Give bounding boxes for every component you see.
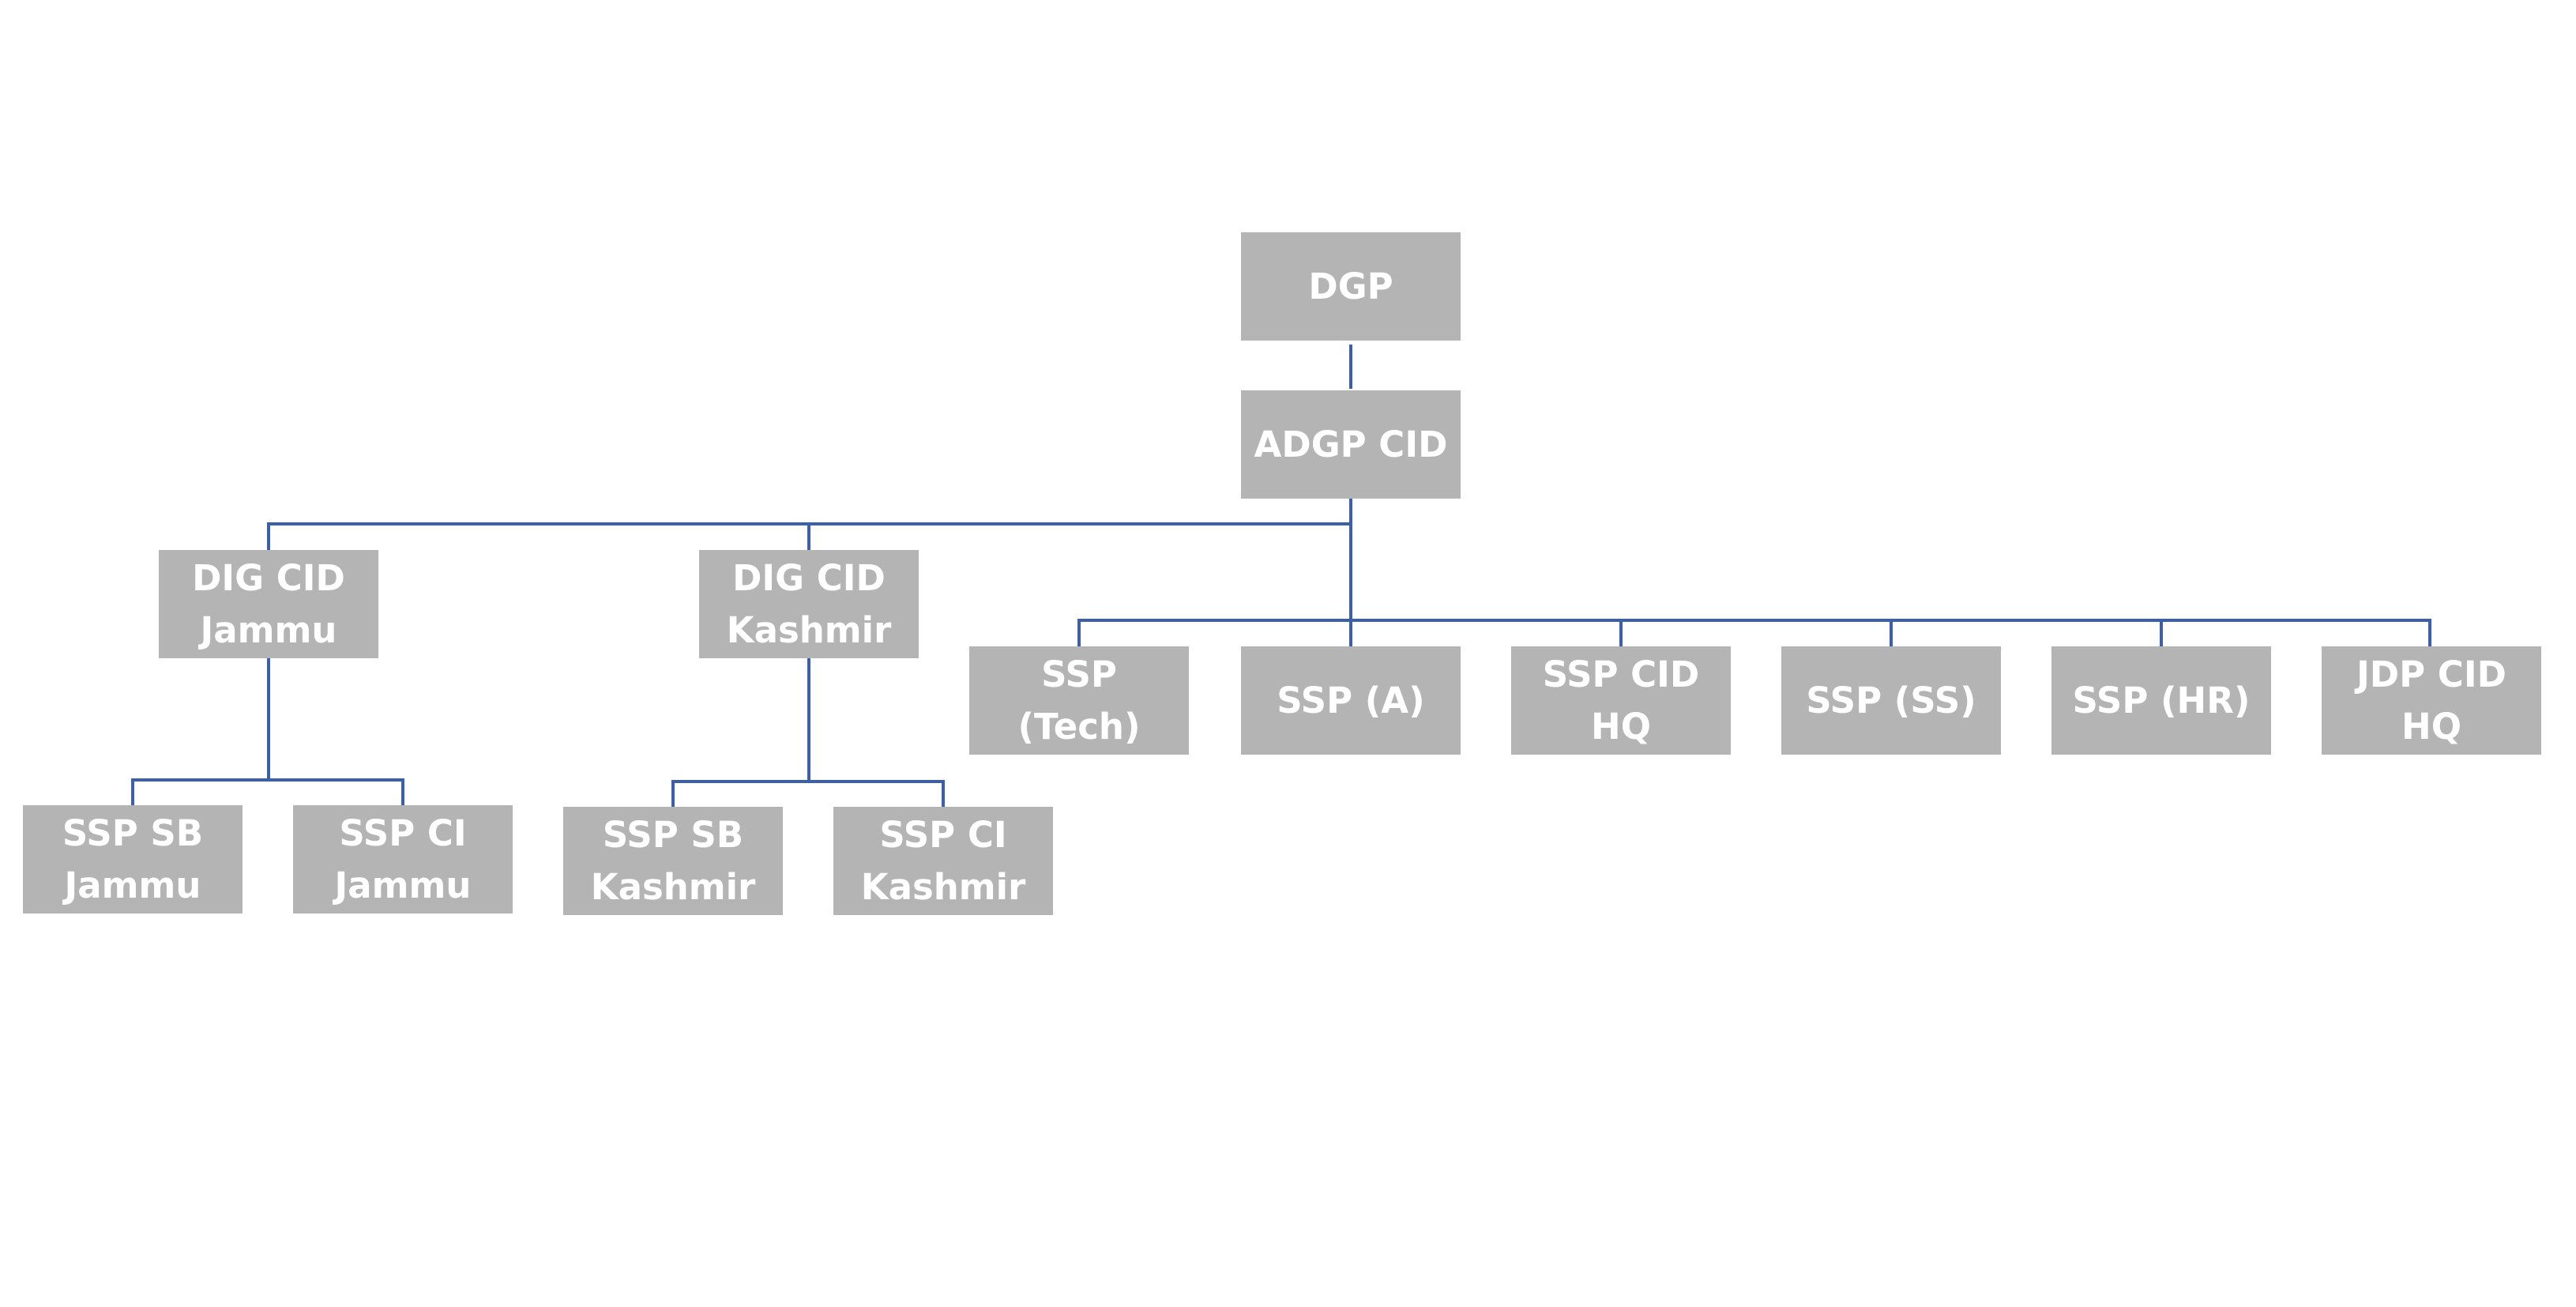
node-ssp-sb-jammu: SSP SB Jammu	[23, 805, 243, 913]
connector-kashmir-bar	[671, 780, 945, 783]
node-label: SSP CI Kashmir	[860, 813, 1026, 908]
node-dig-cid-kashmir: DIG CID Kashmir	[699, 550, 919, 658]
node-label: DGP	[1308, 265, 1393, 307]
node-ssp-cid-hq: SSP CID HQ	[1511, 646, 1731, 755]
node-ssp-a: SSP (A)	[1241, 646, 1461, 755]
node-ssp-tech: SSP (Tech)	[969, 646, 1189, 755]
connector-ssp-ci-kashmir-drop	[942, 780, 945, 807]
connector-ssp-sb-jammu-drop	[131, 778, 134, 805]
node-ssp-hr: SSP (HR)	[2051, 646, 2271, 755]
node-label: SSP CI Jammu	[334, 812, 472, 906]
connector-dgp-adgp	[1349, 345, 1352, 389]
node-label: DIG CID Jammu	[192, 556, 345, 651]
connector-ssp-ss-drop	[1890, 619, 1893, 647]
node-ssp-sb-kashmir: SSP SB Kashmir	[563, 807, 783, 915]
connector-jdp-cid-hq-drop	[2428, 619, 2431, 647]
connector-ssp-sb-kashmir-drop	[671, 780, 675, 807]
node-dig-cid-jammu: DIG CID Jammu	[159, 550, 378, 658]
connector-ssp-ci-jammu-drop	[401, 778, 404, 805]
connector-dig-jammu-drop	[267, 522, 270, 550]
connector-adgp-trunk	[1349, 499, 1352, 622]
node-label: SSP CID HQ	[1542, 653, 1700, 748]
node-label: SSP (SS)	[1806, 679, 1976, 721]
node-label: SSP (HR)	[2072, 679, 2251, 721]
node-label: JDP CID HQ	[2356, 653, 2506, 748]
node-label: SSP (A)	[1277, 679, 1425, 721]
node-ssp-ci-kashmir: SSP CI Kashmir	[833, 807, 1053, 915]
connector-ssp-a-drop	[1349, 619, 1352, 647]
connector-ssp-bar	[1077, 619, 2431, 622]
connector-dig-kashmir-trunk	[807, 658, 810, 782]
connector-ssp-tech-drop	[1077, 619, 1081, 647]
connector-dig-kashmir-drop	[807, 522, 810, 550]
connector-ssp-hr-drop	[2160, 619, 2163, 647]
node-adgp-cid: ADGP CID	[1241, 390, 1461, 499]
node-jdp-cid-hq: JDP CID HQ	[2322, 646, 2541, 755]
node-label: SSP SB Jammu	[62, 812, 204, 906]
node-ssp-ss: SSP (SS)	[1781, 646, 2001, 755]
connector-jammu-bar	[131, 778, 404, 782]
connector-ssp-cid-hq-drop	[1619, 619, 1623, 647]
node-dgp: DGP	[1241, 232, 1461, 341]
node-label: SSP SB Kashmir	[590, 813, 756, 908]
node-label: DIG CID Kashmir	[726, 556, 892, 651]
connector-dig-jammu-trunk	[267, 658, 270, 780]
node-label: ADGP CID	[1254, 423, 1448, 465]
node-label: SSP (Tech)	[1017, 653, 1141, 748]
node-ssp-ci-jammu: SSP CI Jammu	[293, 805, 513, 913]
